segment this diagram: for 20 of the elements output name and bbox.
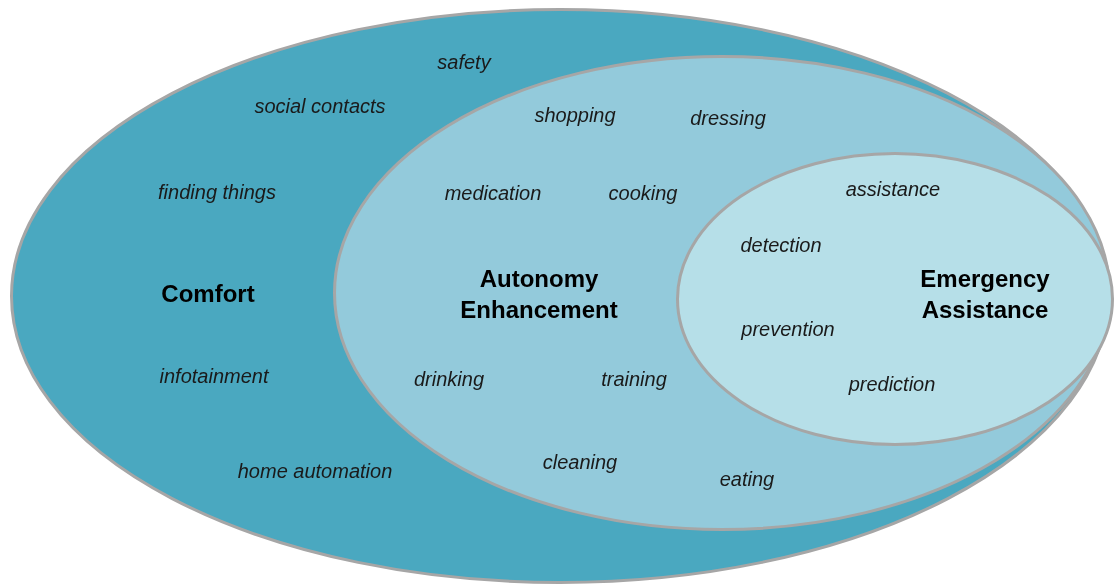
activity-label: finding things bbox=[158, 180, 276, 204]
activity-label: home automation bbox=[237, 459, 393, 483]
activity-label: prediction bbox=[848, 372, 936, 396]
activity-label: assistance bbox=[845, 177, 941, 201]
category-heading: Emergency Assistance bbox=[919, 263, 1051, 325]
activity-label: detection bbox=[740, 233, 822, 257]
category-heading: Comfort bbox=[161, 279, 255, 310]
activity-label: medication bbox=[444, 181, 542, 205]
activity-label: drinking bbox=[414, 367, 484, 391]
activity-label: dressing bbox=[690, 106, 766, 130]
category-heading: Autonomy Enhancement bbox=[459, 263, 619, 325]
activity-label: safety bbox=[437, 50, 491, 74]
activity-label: training bbox=[601, 367, 667, 391]
activity-label: eating bbox=[719, 467, 775, 491]
activity-label: cooking bbox=[608, 181, 678, 205]
activity-label: infotainment bbox=[159, 364, 269, 388]
activity-label: prevention bbox=[741, 317, 835, 341]
activity-label: social contacts bbox=[254, 94, 386, 118]
activity-label: cleaning bbox=[542, 450, 618, 474]
activity-label: shopping bbox=[534, 103, 616, 127]
